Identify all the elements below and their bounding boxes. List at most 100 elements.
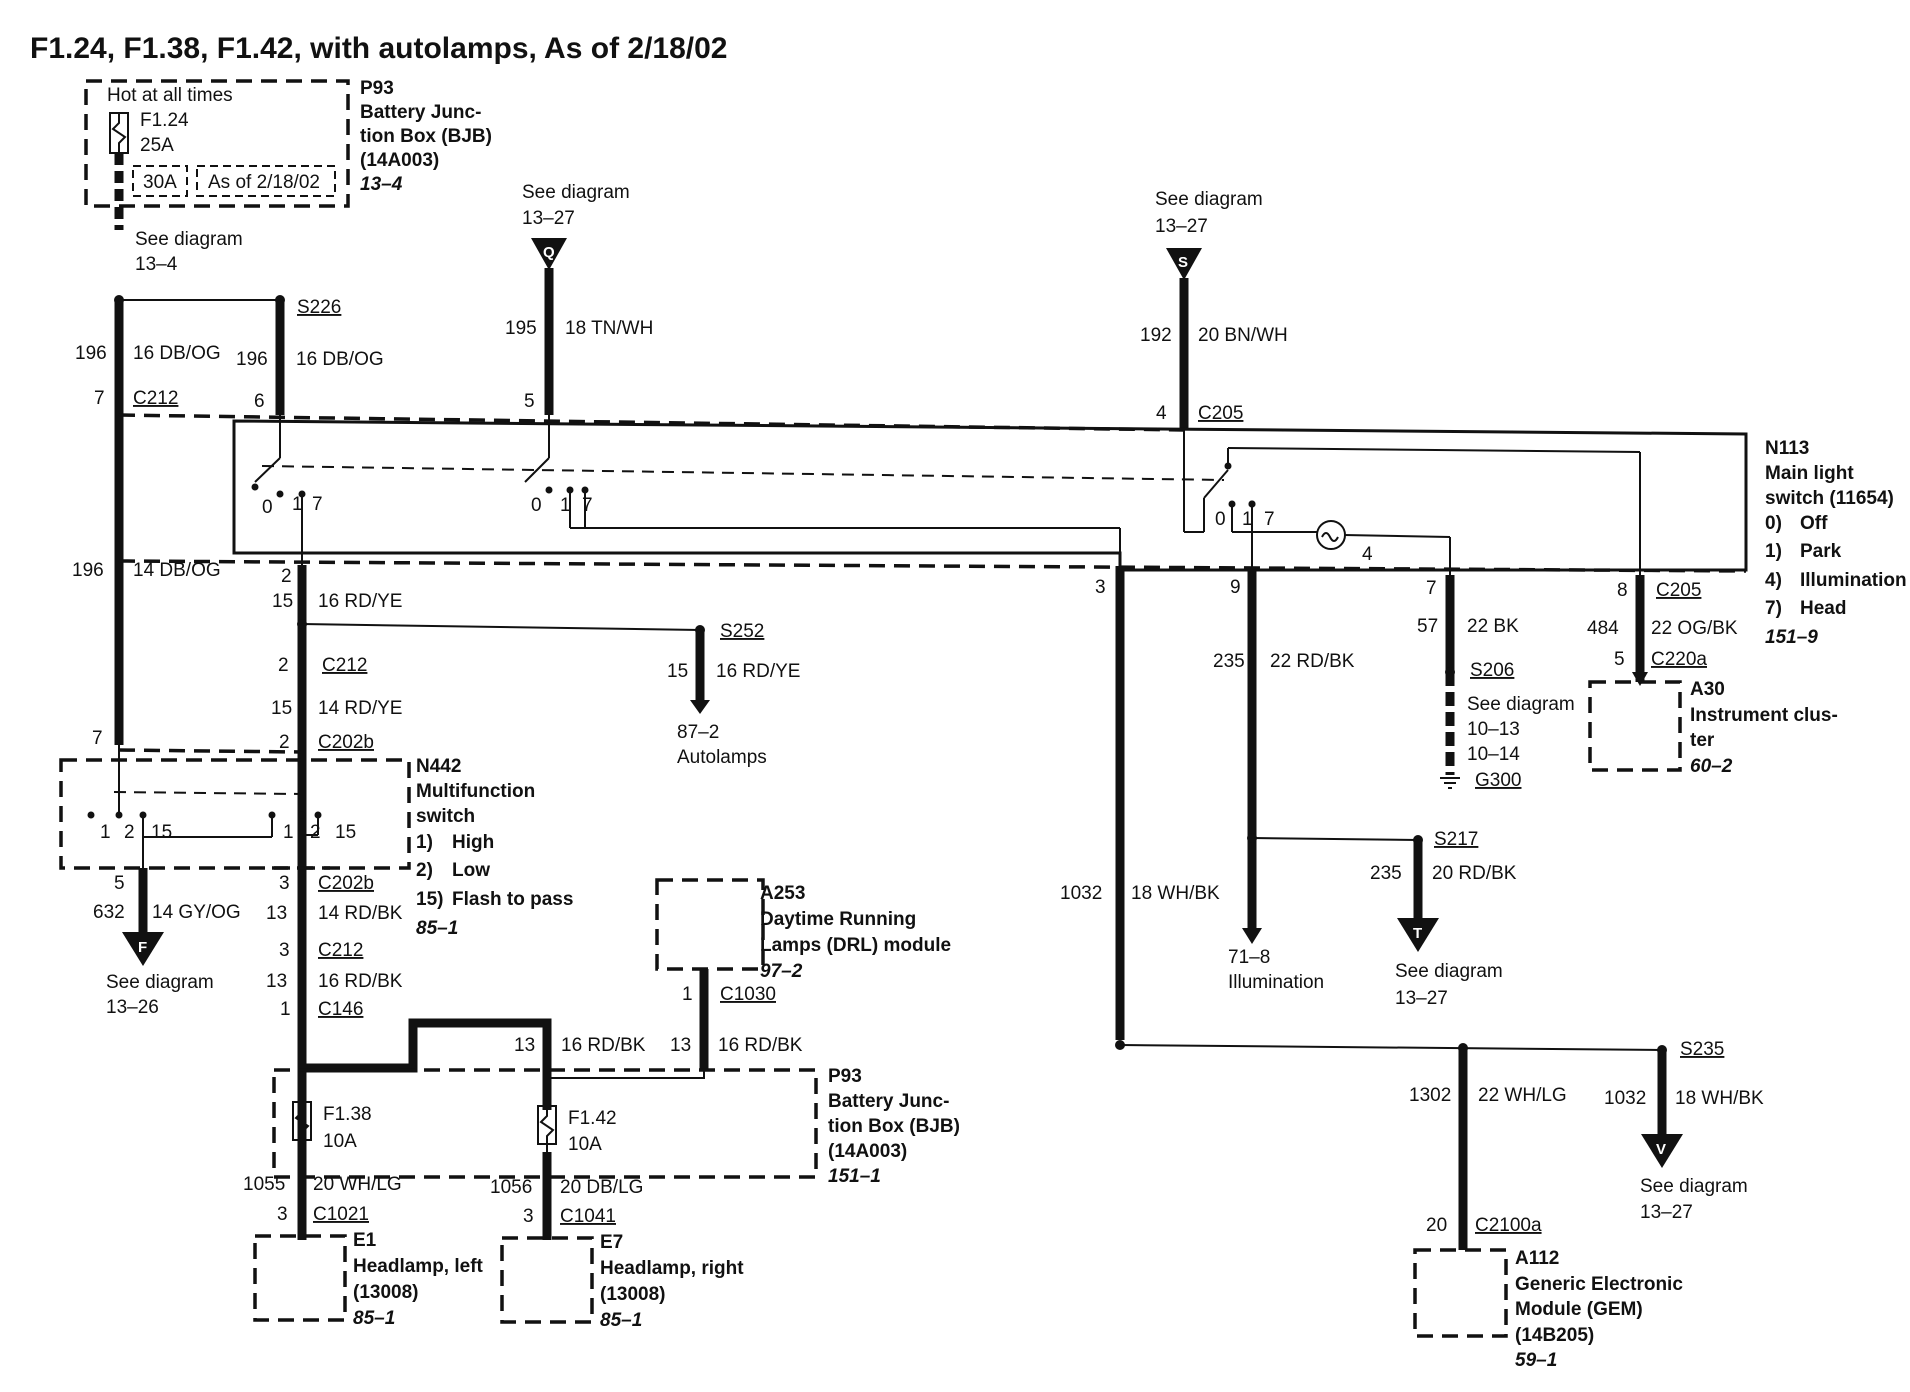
lamp-icon <box>1316 520 1346 550</box>
main-switch-ref: 151–9 <box>1765 627 1818 648</box>
hl-left-outline <box>253 1234 347 1322</box>
lamp-pin: 4 <box>1362 544 1373 565</box>
cluster-outline <box>1588 680 1682 772</box>
left-feed-circuit: 196 <box>75 343 107 364</box>
c202b-bot-conn: C202b <box>318 873 374 894</box>
c202b-bot-wire: 14 RD/BK <box>318 903 403 924</box>
cluster-pin: 8 <box>1617 580 1628 601</box>
left-feed-wire: 16 DB/OG <box>133 343 221 364</box>
c212-mid-pin: 2 <box>278 655 289 676</box>
sw2-pos0: 0 <box>531 495 542 516</box>
s235-see-ref: 13–27 <box>1640 1202 1693 1223</box>
sw2-pos7: 7 <box>582 495 593 516</box>
fuse-f138-amp: 10A <box>323 1131 357 1152</box>
mfs-pos1-n: 2) <box>416 860 433 881</box>
mfs-pos2-n: 15) <box>416 889 443 910</box>
s217-see-label: See diagram <box>1395 961 1503 982</box>
s217-label: S217 <box>1434 829 1478 850</box>
alt-amp: 30A <box>143 172 177 193</box>
main-switch-pos0-n: 0) <box>1765 513 1782 534</box>
mfs-p15-a: 15 <box>151 822 172 843</box>
connector-s-icon: S <box>1166 248 1202 280</box>
gem-pin: 20 <box>1426 1215 1447 1236</box>
sw3-pos0: 0 <box>1215 509 1226 530</box>
bjb-jumper-wire <box>297 1018 552 1110</box>
hl-right-wire: 20 DB/LG <box>560 1177 643 1198</box>
hl-right-pin: 3 <box>523 1206 534 1227</box>
park-circuit: 1032 <box>1060 883 1102 904</box>
hl-right-conn: C1041 <box>560 1206 616 1227</box>
s226-feed-wire: 16 DB/OG <box>296 349 384 370</box>
svg-text:T: T <box>1413 925 1422 942</box>
mfs-contacts <box>87 745 322 870</box>
s217-wire: 20 RD/BK <box>1432 863 1517 884</box>
wire-to-s252 <box>301 623 701 631</box>
hl-left-circuit: 1055 <box>243 1174 285 1195</box>
main-switch-name1: Main light <box>1765 463 1854 484</box>
c212-bot-conn: C212 <box>318 940 363 961</box>
illum-pin: 9 <box>1230 577 1241 598</box>
mfs-name1: Multifunction <box>416 781 535 802</box>
c212-bot-wire: 16 RD/BK <box>318 971 403 992</box>
s235-label: S235 <box>1680 1039 1724 1060</box>
fuse-f138-label: F1.38 <box>323 1104 372 1125</box>
sw3-pos1: 1 <box>1242 509 1253 530</box>
s217-circuit: 235 <box>1370 863 1402 884</box>
connector-f-icon: F <box>122 932 164 966</box>
c202b-top-pin: 2 <box>279 732 290 753</box>
bjb-bot-name1: Battery Junc- <box>828 1091 949 1112</box>
gem-name1: Generic Electronic <box>1515 1274 1683 1295</box>
drl-id: A253 <box>760 883 805 904</box>
gem-circuit: 1302 <box>1409 1085 1451 1106</box>
s235-wire: 18 WH/BK <box>1675 1088 1764 1109</box>
c212-bot-circuit: 13 <box>266 971 287 992</box>
gem-part: (14B205) <box>1515 1325 1594 1346</box>
q-pin: 5 <box>524 391 535 412</box>
drl-wire: 16 RD/BK <box>718 1035 803 1056</box>
diagram-title: F1.24, F1.38, F1.42, with autolamps, As … <box>30 32 728 65</box>
arrow-illum-icon <box>1242 928 1262 944</box>
s226-feed-pin: 6 <box>254 391 265 412</box>
s-see-label: See diagram <box>1155 189 1263 210</box>
left14-wire: 14 DB/OG <box>133 560 221 581</box>
park-pin: 3 <box>1095 577 1106 598</box>
hl-right-circuit: 1056 <box>490 1177 532 1198</box>
bjb-bot-name2: tion Box (BJB) <box>828 1116 960 1137</box>
hl-left-pin: 3 <box>277 1204 288 1225</box>
drl-conn: C1030 <box>720 984 776 1005</box>
q-see-label: See diagram <box>522 182 630 203</box>
main-switch-pos1-n: 1) <box>1765 541 1782 562</box>
f-see-ref: 13–26 <box>106 997 159 1018</box>
q-wire: 18 TN/WH <box>565 318 653 339</box>
svg-text:F: F <box>138 939 147 956</box>
gnd-r1: 10–13 <box>1467 719 1520 740</box>
gem-conn: C2100a <box>1475 1215 1542 1236</box>
main-switch-name2: switch (11654) <box>1765 488 1894 509</box>
gem-id: A112 <box>1515 1248 1559 1269</box>
sw3-pos7: 7 <box>1264 509 1275 530</box>
illum-circuit: 235 <box>1213 651 1245 672</box>
fuse-f124-amp: 25A <box>140 135 174 156</box>
illum-wire: 22 RD/BK <box>1270 651 1355 672</box>
mfs-ref: 85–1 <box>416 918 458 939</box>
s217-see-ref: 13–27 <box>1395 988 1448 1009</box>
f-see-label: See diagram <box>106 972 214 993</box>
s206-label: S206 <box>1470 660 1514 681</box>
gnd-circuit: 57 <box>1417 616 1438 637</box>
q-circuit: 195 <box>505 318 537 339</box>
drl-outline <box>655 878 765 971</box>
drl-to-f142-wire <box>547 1070 705 1079</box>
s252-label: S252 <box>720 621 764 642</box>
f-pin: 5 <box>114 873 125 894</box>
bjb-bot-id: P93 <box>828 1066 862 1087</box>
s-see-ref: 13–27 <box>1155 216 1208 237</box>
switch-contact-3 <box>1183 430 1641 575</box>
hl-left-ref: 85–1 <box>353 1308 395 1329</box>
park-wire: 18 WH/BK <box>1131 883 1220 904</box>
f-wire: 14 GY/OG <box>152 902 241 923</box>
gem-name2: Module (GEM) <box>1515 1299 1643 1320</box>
c212-c202b-dashed <box>118 748 303 754</box>
hl-left-conn: C1021 <box>313 1204 369 1225</box>
s-conn: C205 <box>1198 403 1243 424</box>
mfs-p2-a: 2 <box>124 822 135 843</box>
